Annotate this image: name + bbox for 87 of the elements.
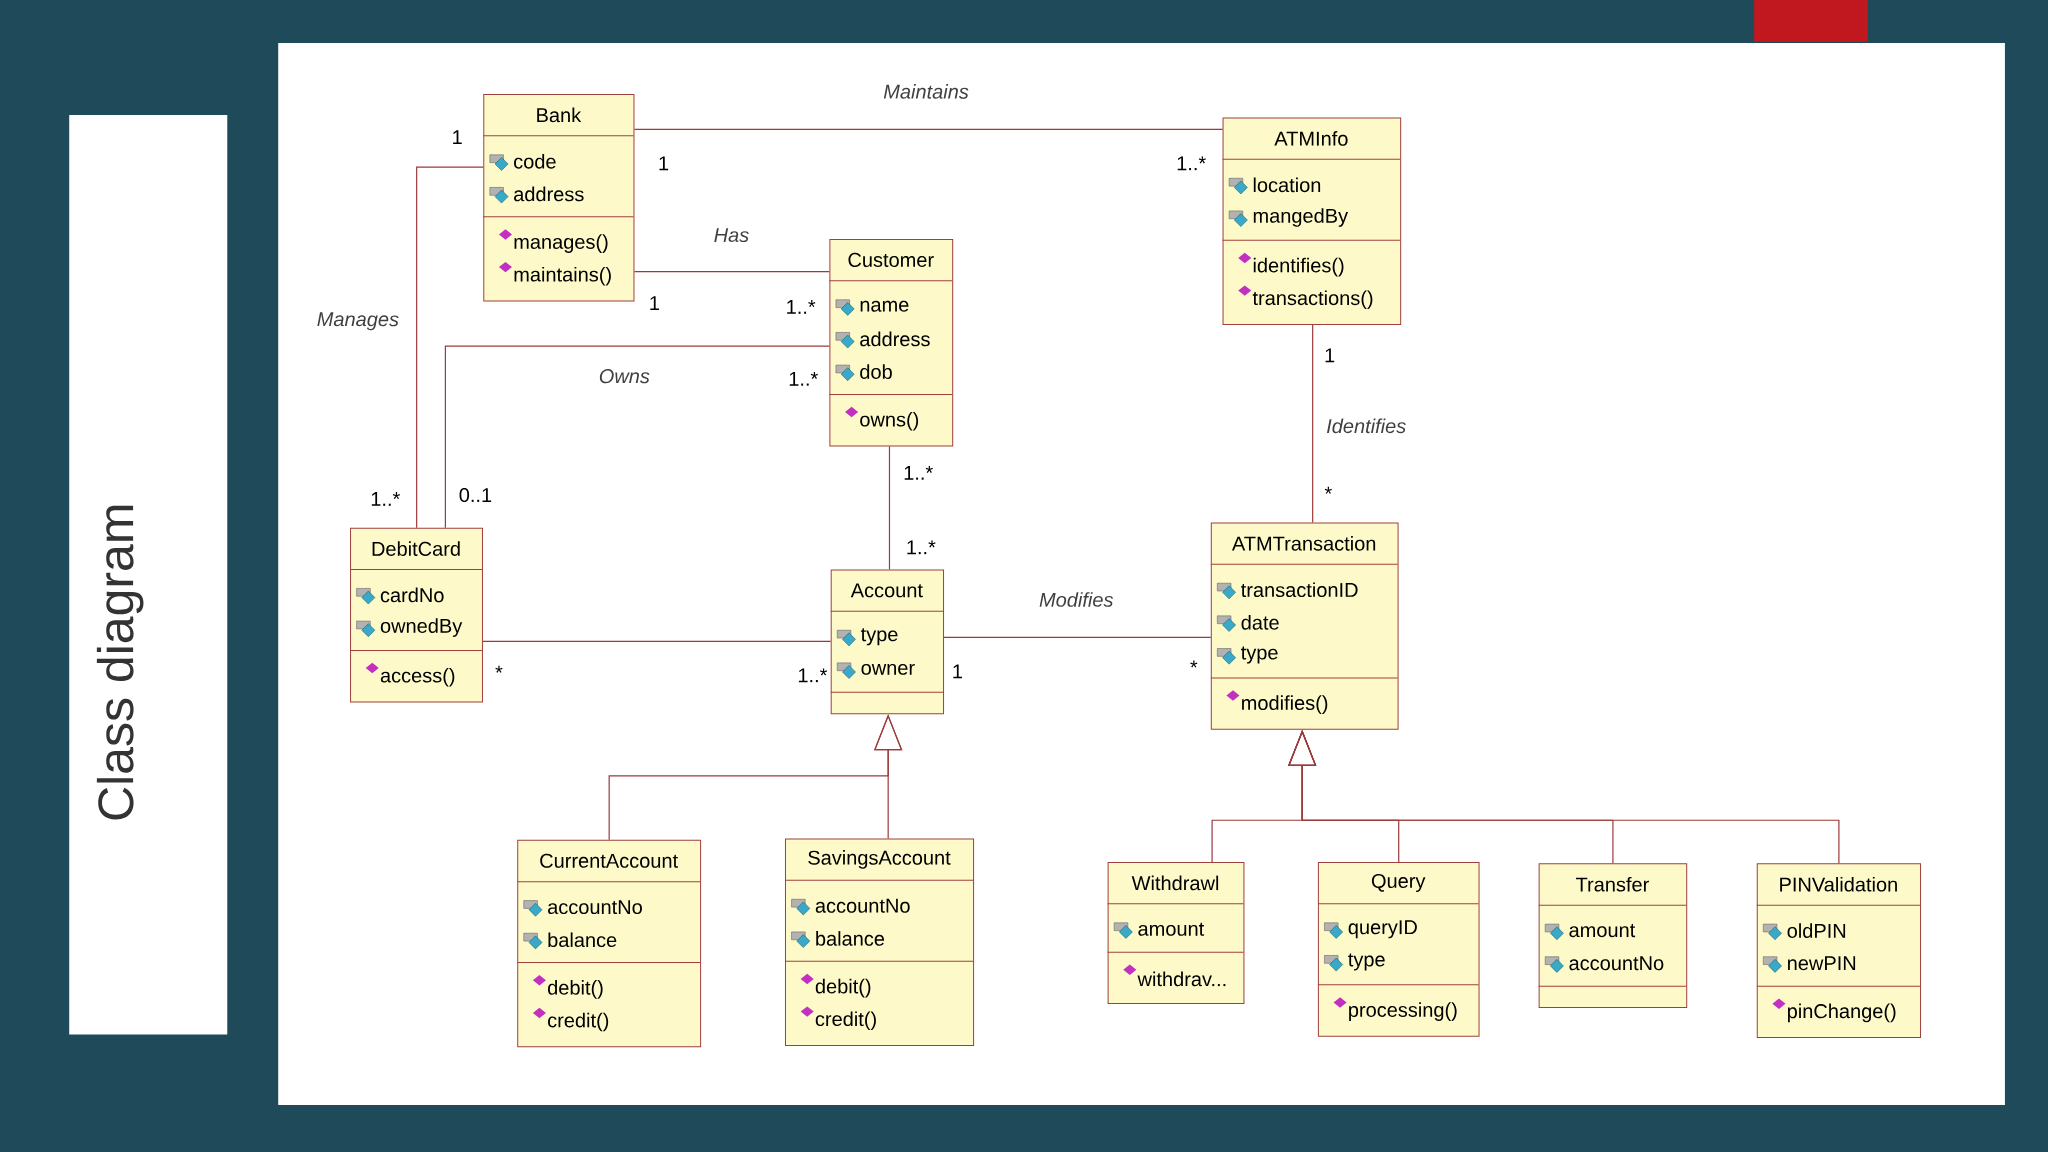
method-text: debit() — [815, 978, 871, 998]
attribute-text: newPIN — [1788, 956, 1856, 971]
attribute-text: name — [860, 300, 909, 312]
method-text: pinChange() — [1787, 1003, 1896, 1023]
class-box — [784, 838, 975, 1046]
method-text: manages() — [514, 234, 608, 253]
class-name: Withdrawl — [1131, 875, 1219, 891]
multiplicity-label: 1 — [650, 296, 659, 310]
attribute-text: accountNo — [1569, 956, 1664, 971]
slide-title: Class diagram — [96, 505, 144, 820]
association-line — [633, 271, 830, 273]
class-name: ATMInfo — [1274, 131, 1348, 146]
method-text: identifies() — [1253, 257, 1344, 277]
attribute-text: type — [860, 628, 898, 646]
multiplicity-label: 1 — [1325, 348, 1335, 363]
class-name: Query — [1371, 873, 1426, 892]
attribute-text: queryID — [1348, 920, 1417, 939]
edge-label: Identifies — [1324, 416, 1409, 436]
method-text: transactions() — [1252, 290, 1373, 310]
association-line — [633, 128, 1224, 130]
association-line — [888, 445, 891, 571]
class-name: ATMTransaction — [1231, 536, 1376, 551]
attribute-text: type — [1241, 646, 1278, 664]
association-line — [482, 640, 832, 642]
multiplicity-label: 1 — [453, 130, 462, 145]
attribute-text: amount — [1569, 924, 1636, 938]
edge-label: Modifies — [1037, 590, 1116, 609]
class-name: Customer — [848, 252, 934, 267]
attribute-text: cardNo — [380, 587, 444, 603]
method-text: access() — [380, 667, 455, 687]
association-line — [444, 345, 830, 529]
attribute-text: amount — [1138, 922, 1205, 936]
attribute-text: accountNo — [548, 900, 642, 915]
class-box — [828, 239, 954, 447]
method-text: withdrav... — [1137, 971, 1226, 987]
edge-label: Manages — [314, 310, 401, 333]
class-name: Bank — [537, 107, 582, 123]
class-name: PINValidation — [1780, 876, 1897, 892]
attribute-text: balance — [548, 932, 617, 948]
class-name: DebitCard — [372, 541, 460, 556]
method-text: debit() — [548, 980, 603, 999]
attribute-text: mangedBy — [1253, 208, 1349, 227]
edge-label: Has — [711, 226, 752, 245]
method-text: credit() — [815, 1011, 876, 1031]
association-line — [943, 636, 1212, 638]
multiplicity-label: 1..* — [371, 492, 400, 506]
method-text: modifies() — [1242, 695, 1328, 714]
association-line — [416, 166, 484, 529]
attribute-text: owner — [861, 663, 915, 675]
class-box — [1210, 522, 1399, 730]
attribute-text: accountNo — [815, 898, 910, 913]
multiplicity-label: 0..1 — [459, 487, 492, 503]
method-text: credit() — [548, 1012, 609, 1032]
multiplicity-label: 1..* — [904, 465, 933, 480]
class-box — [1538, 863, 1688, 1009]
attribute-text: address — [860, 331, 930, 347]
class-box — [349, 527, 483, 703]
class-box — [1107, 862, 1245, 1005]
multiplicity-label: 1..* — [907, 540, 936, 555]
attribute-text: balance — [816, 931, 885, 946]
attribute-text: type — [1348, 953, 1385, 971]
class-box — [1756, 863, 1921, 1039]
class-name: CurrentAccount — [540, 853, 678, 868]
class-box — [516, 839, 702, 1048]
class-name: Account — [850, 583, 923, 598]
multiplicity-label: 1 — [659, 156, 669, 171]
class-name: SavingsAccount — [808, 850, 951, 869]
attribute-text: oldPIN — [1787, 923, 1846, 938]
class-box — [482, 94, 635, 302]
edge-label: Maintains — [881, 82, 971, 101]
attribute-text: ownedBy — [380, 618, 463, 637]
attribute-text: transactionID — [1241, 582, 1358, 598]
method-text: owns() — [860, 411, 919, 431]
edge-label: Owns — [596, 367, 652, 386]
attribute-text: dob — [860, 364, 892, 379]
class-box — [1222, 117, 1402, 325]
association-line — [1312, 324, 1314, 524]
class-name: Transfer — [1576, 876, 1649, 892]
class-box — [830, 569, 945, 715]
attribute-text: address — [514, 186, 584, 202]
attribute-text: date — [1241, 615, 1279, 630]
method-text: processing() — [1349, 1002, 1457, 1021]
attribute-text: code — [514, 153, 556, 169]
method-text: maintains() — [514, 266, 611, 286]
multiplicity-label: * — [1324, 486, 1332, 494]
class-box — [1317, 862, 1480, 1037]
attribute-text: location — [1253, 177, 1321, 193]
